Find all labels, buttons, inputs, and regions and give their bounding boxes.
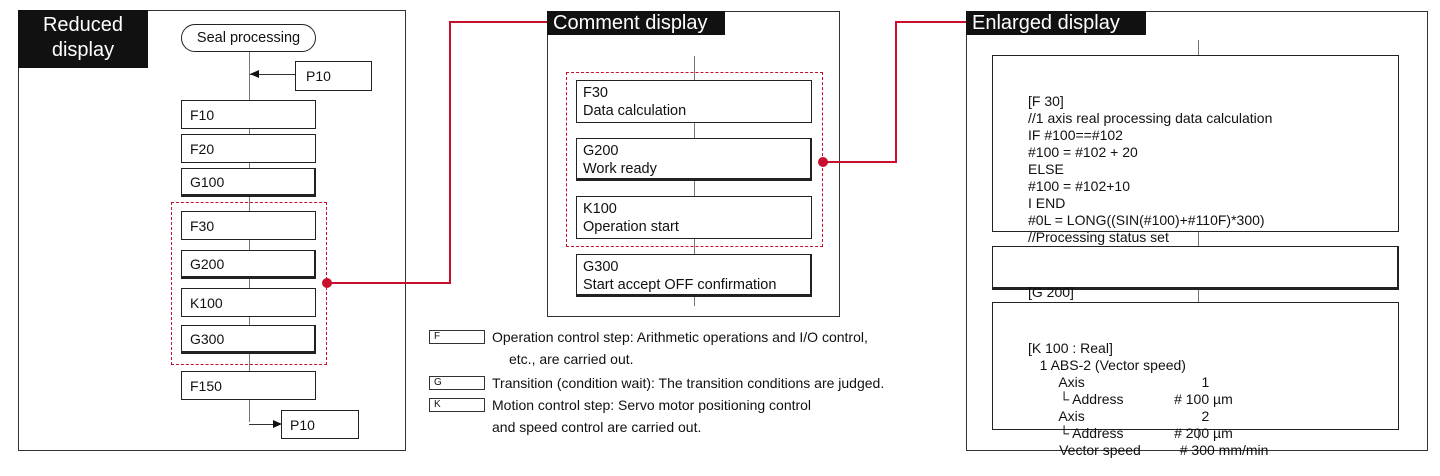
step-label: F30 (190, 217, 215, 234)
comment-code: G300 (583, 259, 619, 275)
step-label: F20 (190, 140, 215, 157)
connector-dot-reduced (322, 278, 332, 288)
step-label: F10 (190, 106, 215, 123)
legend-item-f: Operation control step: Arithmetic opera… (492, 326, 868, 370)
reduced-display-tag: Reduced display (18, 10, 148, 68)
legend-key-label: G (434, 377, 442, 388)
entry-ref-label: P10 (306, 68, 331, 84)
exit-arrowhead (273, 420, 282, 428)
legend-key-f: F (429, 330, 485, 344)
start-node-label: Seal processing (196, 30, 301, 46)
comment-box-g200: G200 Work ready (576, 138, 812, 181)
legend-text: and speed control are carried out. (492, 419, 702, 435)
comment-code: K100 (583, 201, 617, 217)
connector-comment-to-enlarged (823, 21, 966, 163)
legend-item-k: Motion control step: Servo motor positio… (492, 394, 811, 438)
step-f150: F150 (181, 371, 316, 400)
legend-text: Operation control step: Arithmetic opera… (492, 329, 868, 345)
exit-arrow (249, 424, 279, 425)
comment-flow-line (694, 56, 695, 306)
enlarged-box-k100: [K 100 : Real] 1 ABS-2 (Vector speed) Ax… (992, 302, 1399, 458)
legend-key-label: K (434, 399, 441, 410)
enlarged-box-f30: [F 30] //1 axis real processing data cal… (992, 55, 1399, 262)
comment-box-k100: K100 Operation start (576, 196, 812, 239)
step-f20: F20 (181, 134, 316, 163)
legend-key-k: K (429, 398, 485, 412)
entry-arrow (250, 74, 295, 75)
enlarged-tag-label: Enlarged display (972, 12, 1120, 34)
comment-tag-label: Comment display (553, 12, 708, 34)
legend-text: Motion control step: Servo motor positio… (492, 397, 812, 413)
comment-code: G200 (583, 143, 619, 159)
comment-box-g300: G300 Start accept OFF confirmation (576, 254, 812, 297)
step-g300: G300 (181, 325, 316, 354)
step-label: G300 (190, 330, 225, 347)
connector-lines (322, 21, 966, 288)
reduced-tag-line1: Reduced (42, 14, 124, 36)
legend-text: etc., are carried out. (509, 351, 634, 367)
step-label: G200 (190, 255, 225, 272)
comment-text: Work ready (583, 161, 657, 177)
enlarged-display-tag: Enlarged display (966, 11, 1146, 35)
entry-ref-box: P10 (295, 61, 372, 91)
comment-display-tag: Comment display (547, 11, 725, 35)
enlarged-code-text: [F 30] //1 axis real processing data cal… (1028, 93, 1273, 262)
entry-arrowhead (250, 70, 259, 78)
step-f10: F10 (181, 100, 316, 129)
comment-box-f30: F30 Data calculation (576, 80, 812, 123)
comment-text: Data calculation (583, 103, 687, 119)
step-label: F150 (190, 377, 222, 394)
step-label: K100 (190, 294, 223, 311)
exit-ref-label: P10 (290, 416, 315, 433)
step-k100: K100 (181, 288, 316, 317)
step-g100: G100 (181, 168, 316, 197)
legend-key-g: G (429, 376, 485, 390)
legend-text: Transition (condition wait): The transit… (492, 375, 885, 391)
legend-item-g: Transition (condition wait): The transit… (492, 372, 884, 394)
enlarged-code-text: [K 100 : Real] 1 ABS-2 (Vector speed) Ax… (1028, 340, 1269, 458)
connector-dot-comment (818, 157, 828, 167)
step-g200: G200 (181, 250, 316, 279)
reduced-tag-line2: display (51, 39, 115, 61)
comment-text: Start accept OFF confirmation (583, 277, 777, 293)
step-label: G100 (190, 173, 225, 190)
step-f30: F30 (181, 211, 316, 240)
comment-code: F30 (583, 85, 608, 101)
legend-key-label: F (434, 331, 441, 342)
comment-text: Operation start (583, 219, 679, 235)
exit-ref-box: P10 (281, 410, 359, 439)
enlarged-flow-line (1198, 40, 1199, 440)
start-node: Seal processing (181, 24, 316, 52)
connector-reduced-to-comment (327, 21, 547, 284)
